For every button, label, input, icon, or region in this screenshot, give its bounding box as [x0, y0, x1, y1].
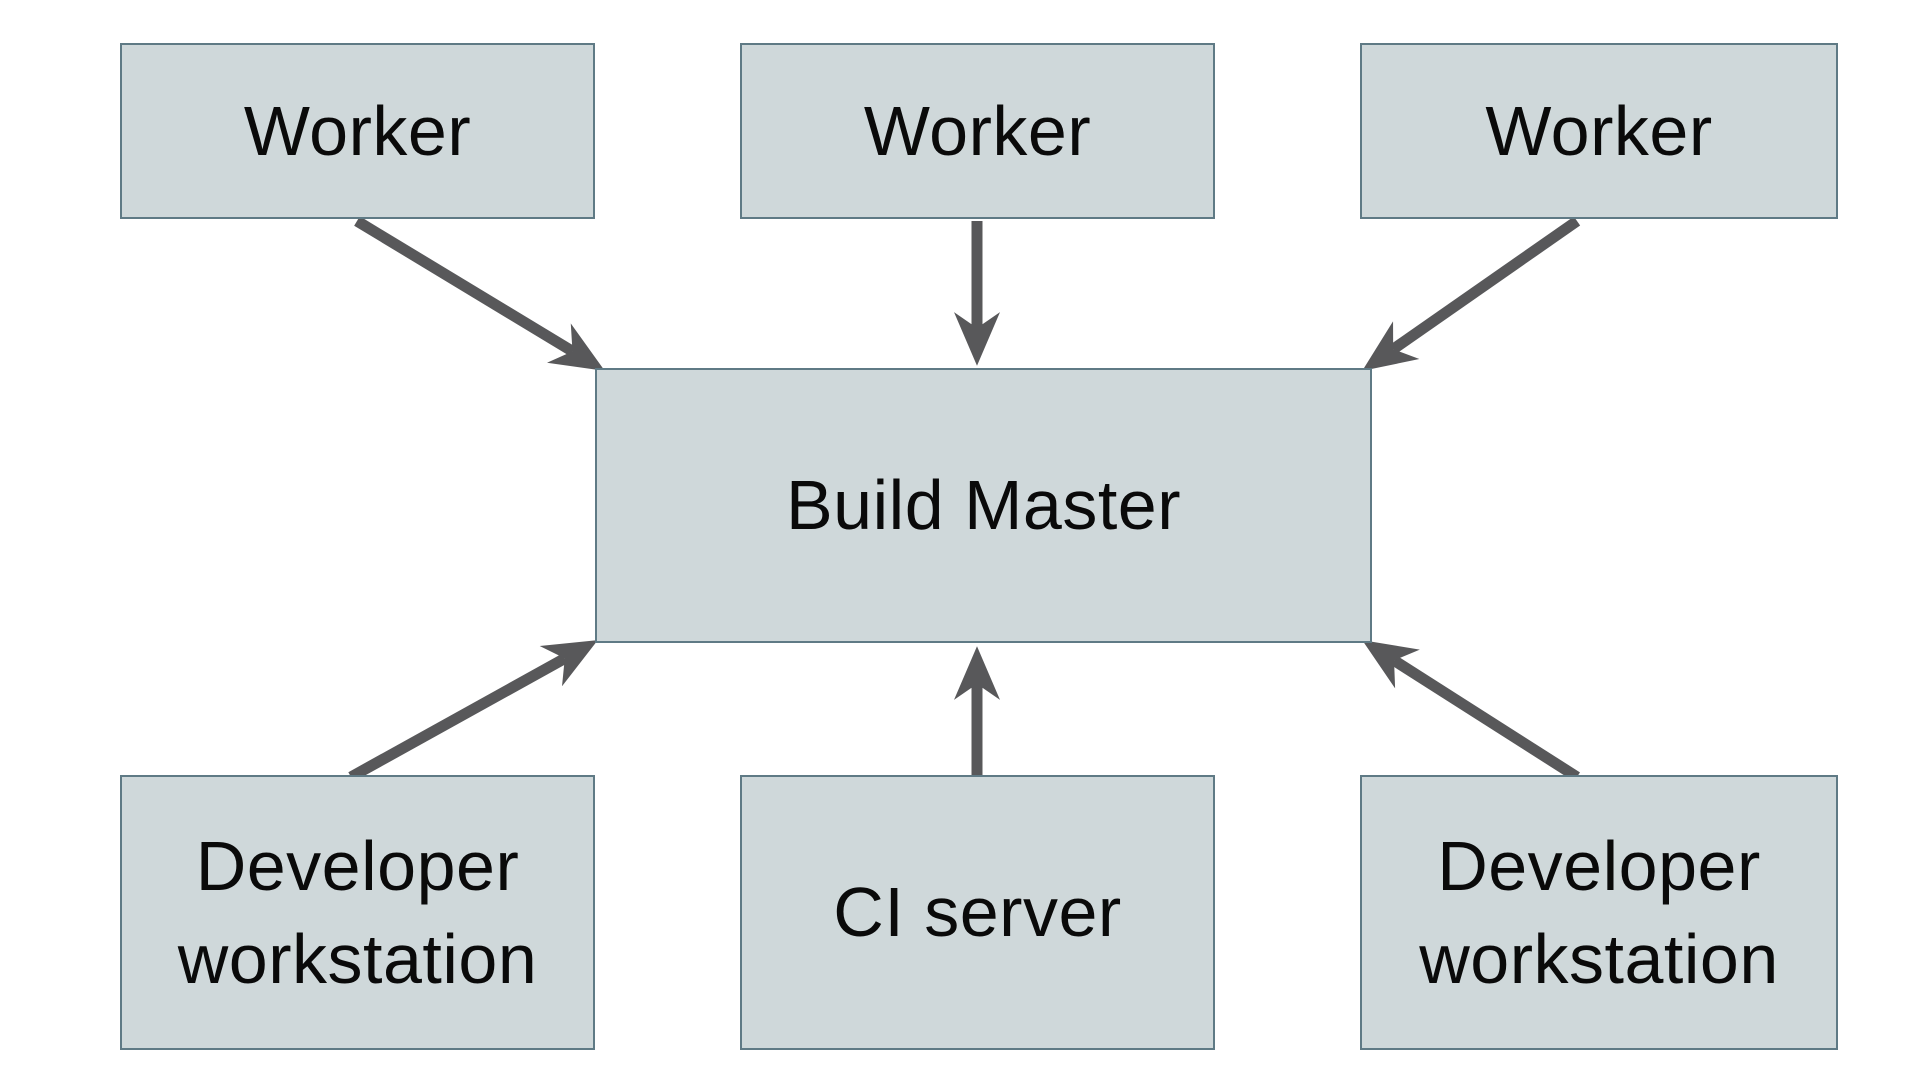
edge-worker-3-to-build-master: [1362, 216, 1581, 371]
node-worker-2: Worker: [740, 43, 1215, 219]
edge-worker-1-to-build-master: [354, 216, 605, 371]
node-label: CI server: [833, 873, 1122, 952]
node-build-master: Build Master: [595, 368, 1372, 643]
node-worker-3: Worker: [1360, 43, 1838, 219]
node-ci-server: CI server: [740, 775, 1215, 1050]
node-dev-workstation-1: Developer workstation: [120, 775, 595, 1050]
node-label: Worker: [1485, 91, 1713, 170]
node-worker-1: Worker: [120, 43, 595, 219]
node-dev-workstation-2: Developer workstation: [1360, 775, 1838, 1050]
node-label: Developer workstation: [1419, 827, 1779, 998]
node-label: Developer workstation: [177, 827, 538, 998]
node-label: Worker: [863, 91, 1092, 170]
edge-dev-workstation-2-to-build-master: [1362, 640, 1580, 782]
edge-dev-workstation-1-to-build-master: [348, 640, 598, 782]
node-label: Build Master: [785, 466, 1182, 545]
node-label: Worker: [243, 91, 472, 170]
